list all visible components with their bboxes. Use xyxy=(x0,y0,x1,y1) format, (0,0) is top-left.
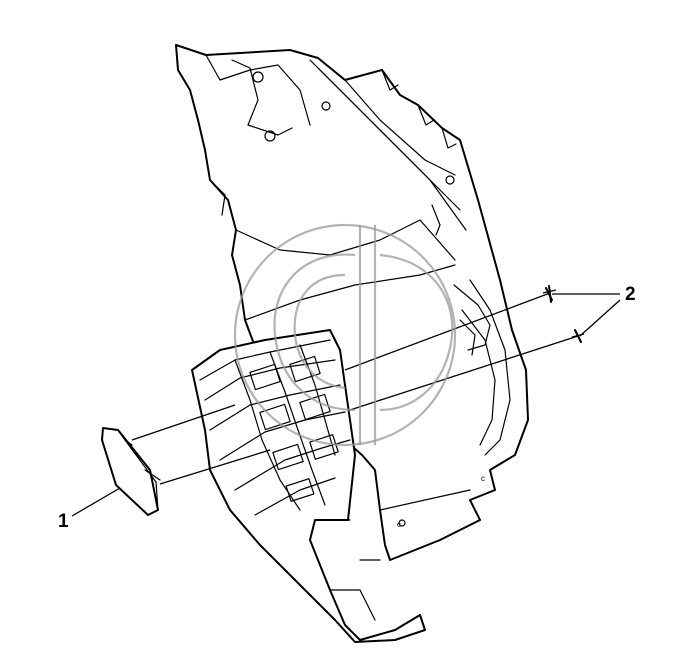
logo-watermark xyxy=(233,223,457,447)
callout-1-leader xyxy=(71,487,121,517)
assembly-leaders xyxy=(131,292,579,485)
screw-lower xyxy=(571,329,585,343)
callout-2-label: 2 xyxy=(625,284,636,305)
end-cap xyxy=(101,427,161,516)
screw-upper xyxy=(542,285,557,303)
housing-panel xyxy=(175,44,529,561)
part-mark-c-lower: c xyxy=(397,520,401,529)
callout-2-leader-lower xyxy=(579,299,621,337)
callout-1-label: 1 xyxy=(58,511,69,532)
part-mark-c-upper: c xyxy=(481,474,485,483)
